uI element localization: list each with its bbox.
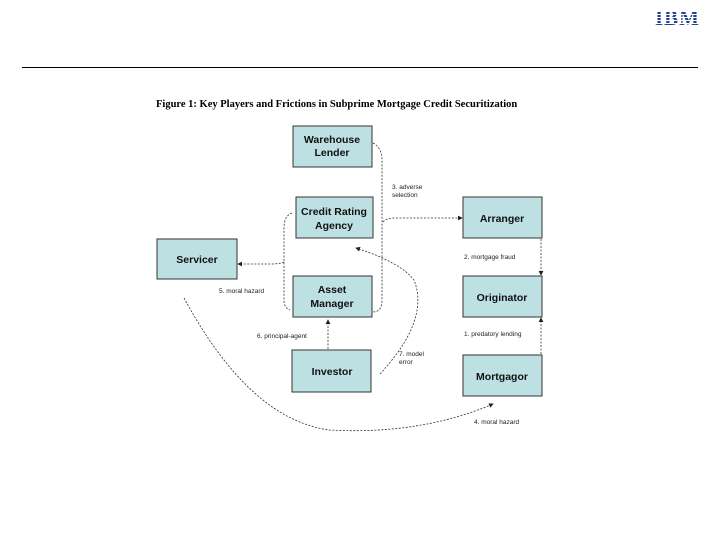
svg-text:Originator: Originator (477, 292, 528, 304)
node-servicer: Servicer (156, 238, 238, 280)
svg-text:Arranger: Arranger (480, 213, 524, 225)
moral-hazard-servicer-arrow (237, 261, 285, 267)
header-divider (22, 67, 698, 68)
friction-4-label: 4. moral hazard (474, 419, 520, 426)
node-originator: Originator (462, 275, 543, 318)
friction-7-label-line2: error (399, 359, 414, 366)
node-warehouse-lender: Warehouse Lender (292, 125, 373, 168)
node-arranger: Arranger (462, 196, 543, 239)
node-credit-rating-agency: Credit Rating Agency (295, 196, 374, 239)
servicer-bracket (283, 212, 293, 311)
friction-7-label: 7. model (399, 351, 424, 358)
svg-text:Agency: Agency (315, 220, 353, 232)
ibm-logo: IBM (655, 6, 700, 30)
svg-text:Asset: Asset (318, 284, 347, 296)
svg-text:Servicer: Servicer (176, 254, 217, 266)
adverse-selection-arrow (382, 215, 463, 223)
svg-text:Lender: Lender (314, 147, 349, 159)
model-error-arrow (355, 246, 419, 375)
svg-text:Investor: Investor (312, 366, 353, 378)
node-investor: Investor (291, 349, 372, 393)
node-asset-manager: Asset Manager (292, 275, 373, 318)
node-mortgagor: Mortgagor (462, 354, 543, 397)
friction-2-label: 2. mortgage fraud (464, 254, 516, 261)
svg-text:Manager: Manager (310, 298, 353, 310)
adverse-selection-bracket (372, 142, 383, 313)
figure-title: Figure 1: Key Players and Frictions in S… (156, 99, 517, 110)
friction-3-label: 3. adverse (392, 184, 423, 191)
friction-1-label: 1. predatory lending (464, 331, 522, 338)
friction-3-label-line2: selection (392, 192, 418, 199)
friction-5-label: 5. moral hazard (219, 288, 265, 295)
moral-hazard-mortgagor-arrow (183, 297, 494, 432)
friction-6-label: 6. principal-agent (257, 333, 307, 340)
svg-text:Credit Rating: Credit Rating (301, 206, 367, 218)
svg-text:Mortgagor: Mortgagor (476, 371, 528, 383)
svg-text:Warehouse: Warehouse (304, 134, 360, 146)
